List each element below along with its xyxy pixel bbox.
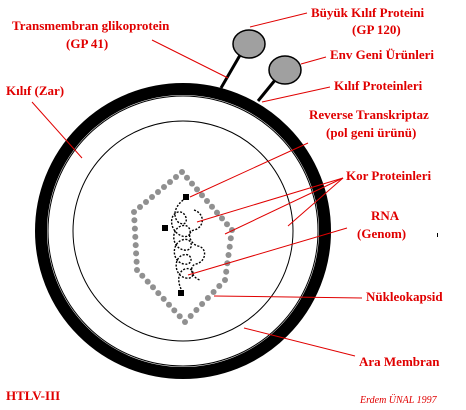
capsid-bead xyxy=(150,284,156,291)
capsid-bead xyxy=(171,307,178,314)
label-gp41-line1: Transmembran glikoprotein xyxy=(12,18,170,33)
gp120-knob-right xyxy=(268,55,302,85)
gp120-knob-left xyxy=(232,29,266,59)
rna-strand-1 xyxy=(171,197,194,293)
capsid-bead xyxy=(137,204,143,210)
capsid-bead xyxy=(187,313,194,319)
author-credit: Erdem ÜNAL 1997 xyxy=(359,394,438,406)
capsid-bead xyxy=(214,209,220,216)
capsid-bead xyxy=(144,278,151,285)
leader-env xyxy=(300,56,327,65)
leader-envelope-proteins xyxy=(261,86,331,103)
capsid-bead xyxy=(176,313,183,320)
label-rna-line2: (Genom) xyxy=(357,226,406,241)
envelope-ring xyxy=(35,83,331,379)
label-envelope: Kılıf (Zar) xyxy=(6,83,64,98)
capsid-bead xyxy=(226,243,233,250)
capsid-bead xyxy=(204,295,211,301)
capsid-bead xyxy=(199,192,205,199)
leader-core-3 xyxy=(287,177,344,227)
capsid-bead xyxy=(149,194,155,200)
capsid-bead xyxy=(224,221,230,228)
reverse-transcriptase-2 xyxy=(162,225,168,231)
gp41-stalk-left xyxy=(219,49,245,89)
capsid-bead xyxy=(227,235,234,242)
capsid-bead xyxy=(193,307,200,313)
label-nucleocapsid: Nükleokapsid xyxy=(366,289,443,304)
leader-gp120 xyxy=(249,12,308,28)
leader-nucleocapsid xyxy=(213,295,363,299)
capsid-bead xyxy=(210,289,217,295)
reverse-transcriptase-3 xyxy=(178,290,184,296)
capsid-bead xyxy=(131,217,138,224)
capsid-bead xyxy=(131,209,137,215)
capsid-bead xyxy=(166,301,172,308)
leader-core-1 xyxy=(196,177,344,223)
capsid-bead xyxy=(133,250,140,257)
capsid-bead xyxy=(155,189,161,195)
capsid-bead xyxy=(155,290,162,297)
capsid-bead xyxy=(189,180,195,187)
capsid-bead xyxy=(143,199,149,205)
leader-rt xyxy=(189,142,309,198)
capsid-bead xyxy=(179,169,185,175)
capsid-bead xyxy=(182,319,188,325)
capsid-bead xyxy=(216,283,223,289)
leader-rna xyxy=(187,227,348,276)
capsid-bead xyxy=(173,174,179,180)
label-core: Kor Proteinleri xyxy=(346,168,431,183)
reverse-transcriptase-1 xyxy=(183,194,189,200)
label-gp41-line2: (GP 41) xyxy=(66,36,108,51)
rna-genome xyxy=(171,197,206,293)
leader-core-2 xyxy=(224,177,344,235)
leader-gp41 xyxy=(151,39,229,79)
capsid-bead xyxy=(184,174,190,181)
matrix-membrane xyxy=(72,120,294,342)
capsid-bead xyxy=(139,272,146,279)
capsid-bead xyxy=(167,179,173,185)
capsid-bead xyxy=(131,225,138,232)
capsid-bead xyxy=(160,295,167,302)
label-rna-line1: RNA xyxy=(371,208,400,223)
capsid-bead xyxy=(132,233,139,240)
label-envelope-proteins: Kılıf Proteinleri xyxy=(334,78,423,93)
leader-matrix xyxy=(243,327,356,357)
label-matrix: Ara Membran xyxy=(359,354,440,369)
capsid-bead xyxy=(222,277,228,283)
label-gp120-line1: Büyük Kılıf Proteini xyxy=(311,5,425,20)
capsid-bead xyxy=(194,186,200,193)
capsid-bead xyxy=(219,215,225,222)
label-gp120-line2: (GP 120) xyxy=(352,22,401,37)
rna-strand-2 xyxy=(188,209,206,281)
capsid-bead xyxy=(209,203,215,210)
capsid-bead xyxy=(133,258,140,265)
diagram-title: HTLV-III xyxy=(6,388,60,403)
envelope-inner-edge xyxy=(47,95,319,367)
label-env: Env Geni Ürünleri xyxy=(330,47,434,62)
capsid-bead xyxy=(225,252,232,258)
capsid-bead xyxy=(161,184,167,190)
label-rt-line1: Reverse Transkriptaz xyxy=(309,107,429,122)
capsid-bead xyxy=(132,242,139,249)
label-rt-line2: (pol geni ürünü) xyxy=(326,125,416,140)
capsid-bead xyxy=(199,301,206,307)
nucleocapsid-beads xyxy=(131,169,235,325)
leader-envelope xyxy=(31,101,83,159)
capsid-bead xyxy=(223,268,230,275)
capsid-bead xyxy=(204,198,210,204)
capsid-bead xyxy=(134,267,140,273)
stray-mark xyxy=(437,233,438,237)
